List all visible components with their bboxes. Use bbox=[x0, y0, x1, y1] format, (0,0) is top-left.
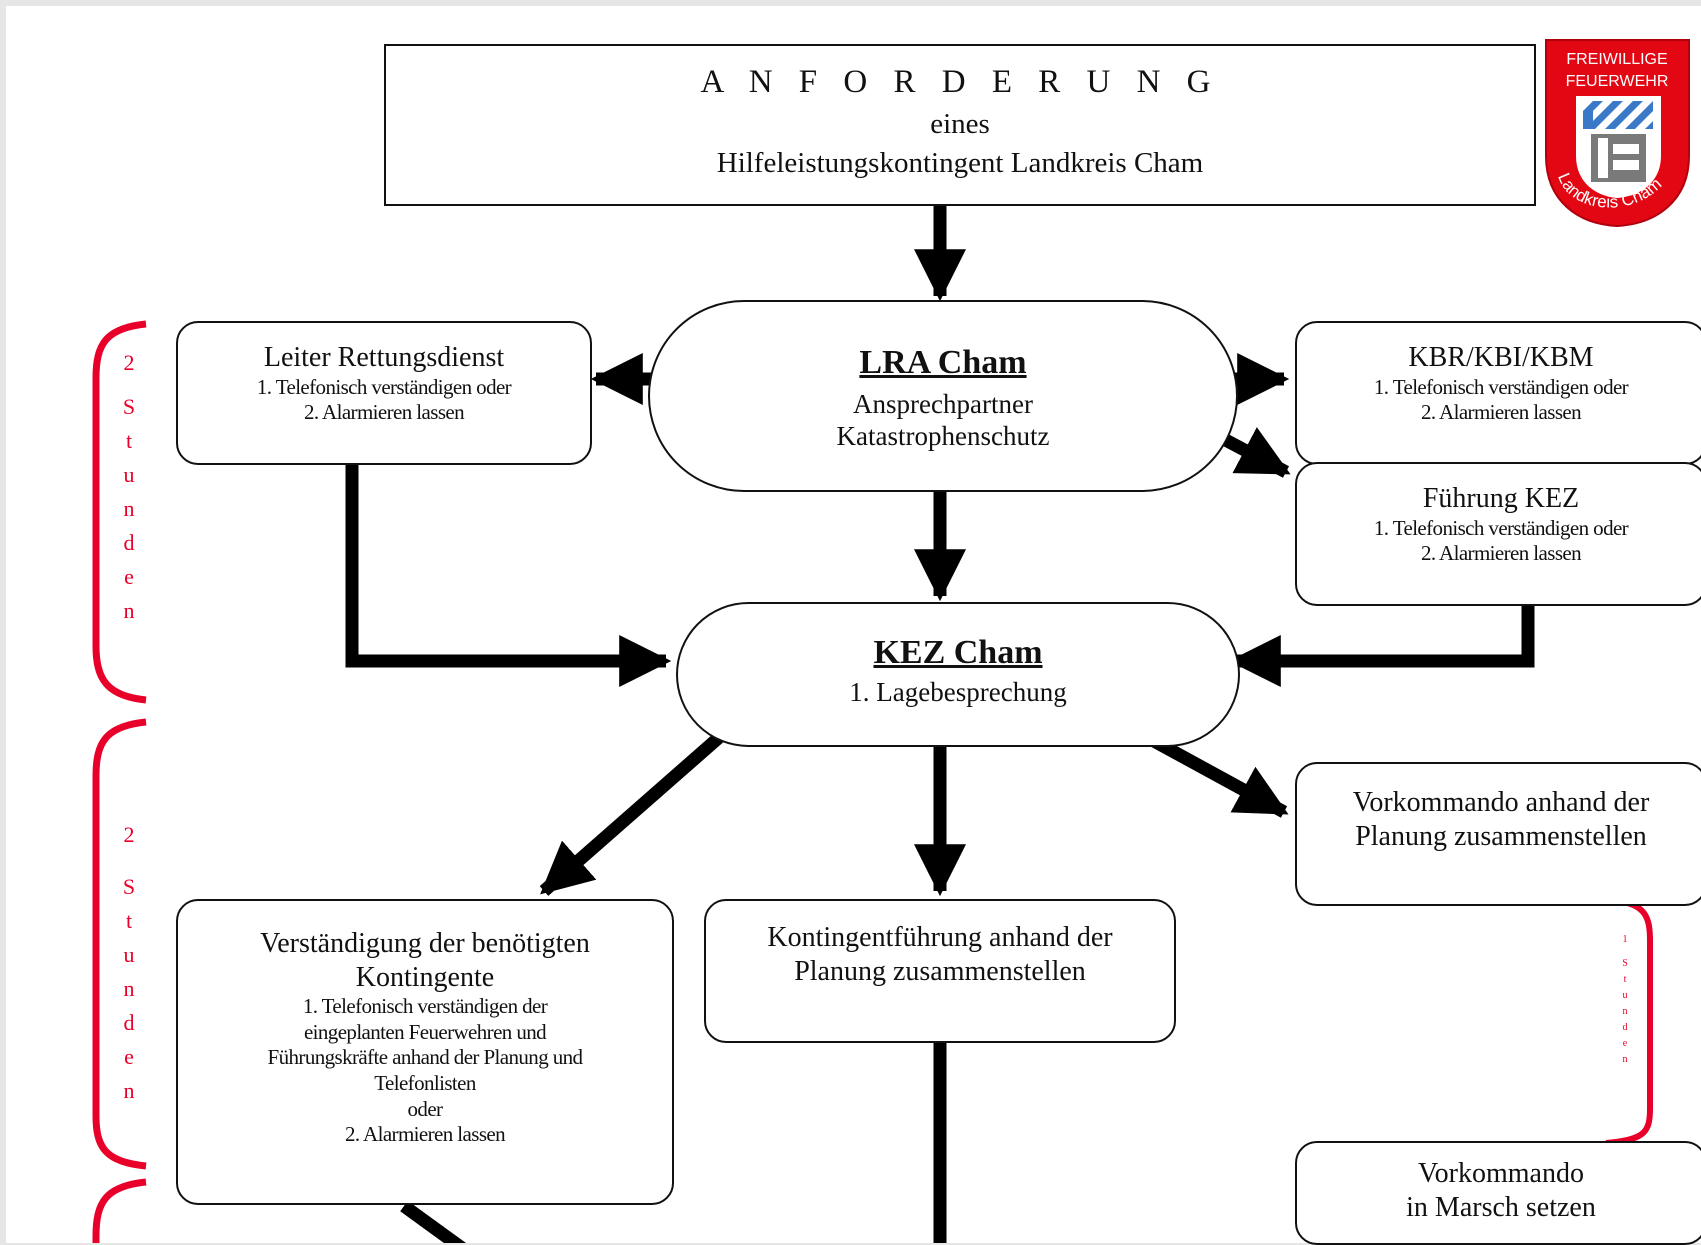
time-char: t bbox=[1623, 974, 1627, 985]
node-line: 1. Telefonisch verständigen der bbox=[302, 994, 548, 1019]
time-label-3: 1 S t u n d e n bbox=[1618, 932, 1632, 1068]
page: FREIWILLIGE FEUERWEHR Landkreis Cham A N… bbox=[6, 6, 1701, 1245]
node-line: Vorkommando anhand der bbox=[1352, 787, 1650, 818]
header-subtitle: eines bbox=[930, 108, 990, 140]
node-title: KBR/KBI/KBM bbox=[1408, 342, 1594, 373]
node-line: oder bbox=[407, 1096, 444, 1121]
arrow-kez-to-vorkommando bbox=[1150, 735, 1289, 818]
time-char: S bbox=[1622, 958, 1628, 969]
time-char: n bbox=[1622, 1054, 1628, 1065]
node-line: 2. Alarmieren lassen bbox=[344, 1122, 506, 1147]
line-verstaendigung-down bbox=[400, 1200, 467, 1243]
time-bracket-4 bbox=[1605, 898, 1653, 1146]
node-line: 1. Lagebesprechung bbox=[849, 677, 1067, 707]
node-fuehrung-kez: Führung KEZ 1. Telefonisch verständigen … bbox=[1295, 462, 1701, 606]
node-vorkommando-marsch: Vorkommando in Marsch setzen bbox=[1295, 1141, 1701, 1245]
time-char: S bbox=[122, 874, 136, 899]
node-title: Verständigung der benötigten bbox=[260, 928, 590, 959]
time-char: e bbox=[1622, 1038, 1628, 1049]
time-char: d bbox=[123, 1010, 135, 1035]
time-char bbox=[1618, 948, 1632, 956]
node-line: 1. Telefonisch verständigen oder bbox=[1373, 374, 1629, 399]
node-title: Kontingente bbox=[355, 961, 495, 993]
time-char: d bbox=[123, 530, 135, 555]
time-char bbox=[114, 852, 144, 870]
arrow-fuehrung-to-kez bbox=[1228, 596, 1535, 687]
time-char: n bbox=[123, 598, 135, 623]
node-line: Ansprechpartner bbox=[853, 389, 1033, 419]
node-line: in Marsch setzen bbox=[1406, 1191, 1596, 1223]
node-line: 2. Alarmieren lassen bbox=[303, 400, 465, 425]
time-char: n bbox=[123, 496, 135, 521]
time-char: u bbox=[123, 942, 135, 967]
arrow-lra-to-fuehrung bbox=[1214, 427, 1291, 478]
node-line: 2. Alarmieren lassen bbox=[1420, 400, 1582, 425]
time-char: t bbox=[125, 428, 133, 453]
header-box: A N F O R D E R U N G eines Hilfeleistun… bbox=[384, 44, 1536, 206]
time-char: e bbox=[124, 564, 134, 589]
node-line: Kontingentführung anhand der bbox=[767, 922, 1113, 953]
header-line3: Hilfeleistungskontingent Landkreis Cham bbox=[716, 146, 1204, 179]
node-line: eingeplanten Feuerwehren und bbox=[303, 1019, 547, 1044]
fire-brigade-logo: FREIWILLIGE FEUERWEHR Landkreis Cham bbox=[1545, 39, 1690, 228]
node-kbr-kbi-kbm: KBR/KBI/KBM 1. Telefonisch verständigen … bbox=[1295, 321, 1701, 465]
node-line: Führungskräfte anhand der Planung und bbox=[267, 1045, 584, 1070]
logo-line2: FEUERWEHR bbox=[1566, 73, 1669, 90]
node-title: Führung KEZ bbox=[1422, 483, 1580, 514]
time-bracket-2 bbox=[92, 718, 147, 1170]
time-char: d bbox=[1622, 1022, 1628, 1033]
arrow-leiter-to-kez bbox=[345, 460, 672, 687]
time-char: n bbox=[123, 1078, 135, 1103]
node-line: Vorkommando bbox=[1418, 1158, 1584, 1189]
time-char: n bbox=[123, 976, 135, 1001]
time-char: 2 bbox=[123, 350, 135, 375]
node-line: 1. Telefonisch verständigen oder bbox=[256, 374, 512, 399]
node-line: Katastrophenschutz bbox=[836, 421, 1050, 452]
node-verstaendigung: Verständigung der benötigten Kontingente… bbox=[176, 899, 674, 1205]
time-char: u bbox=[123, 462, 135, 487]
time-bracket-1 bbox=[92, 320, 147, 704]
time-char: 1 bbox=[1622, 934, 1628, 945]
node-line: 1. Telefonisch verständigen oder bbox=[1373, 515, 1629, 540]
node-vorkommando: Vorkommando anhand der Planung zusammens… bbox=[1295, 762, 1701, 906]
time-char: t bbox=[125, 908, 133, 933]
node-leiter-rettungsdienst: Leiter Rettungsdienst 1. Telefonisch ver… bbox=[176, 321, 592, 465]
node-line: Telefonlisten bbox=[374, 1071, 476, 1096]
node-title: KEZ Cham bbox=[873, 634, 1043, 671]
connector-layer: FREIWILLIGE FEUERWEHR Landkreis Cham bbox=[92, 39, 1690, 1243]
time-char: e bbox=[124, 1044, 134, 1069]
time-char: n bbox=[1622, 1006, 1628, 1017]
time-char: S bbox=[122, 394, 136, 419]
node-title: LRA Cham bbox=[859, 344, 1027, 381]
time-char: 2 bbox=[123, 822, 135, 847]
node-line: 2. Alarmieren lassen bbox=[1420, 541, 1582, 566]
node-kontingentfuehrung: Kontingentführung anhand der Planung zus… bbox=[704, 899, 1176, 1043]
node-line: Planung zusammenstellen bbox=[794, 955, 1086, 987]
node-line: Planung zusammenstellen bbox=[1355, 820, 1647, 852]
logo-line1: FREIWILLIGE bbox=[1566, 51, 1667, 68]
node-kez-cham: KEZ Cham 1. Lagebesprechung bbox=[676, 602, 1240, 747]
time-label-1: 2 S t u n d e n bbox=[114, 346, 144, 628]
header-title: A N F O R D E R U N G bbox=[700, 64, 1220, 100]
time-bracket-3 bbox=[92, 1178, 147, 1243]
arrow-kez-to-verstaendigung bbox=[539, 728, 729, 896]
time-char: u bbox=[1622, 990, 1628, 1001]
node-lra-cham: LRA Cham Ansprechpartner Katastrophensch… bbox=[648, 300, 1238, 492]
time-label-2: 2 S t u n d e n bbox=[114, 818, 144, 1108]
node-title: Leiter Rettungsdienst bbox=[263, 342, 505, 373]
